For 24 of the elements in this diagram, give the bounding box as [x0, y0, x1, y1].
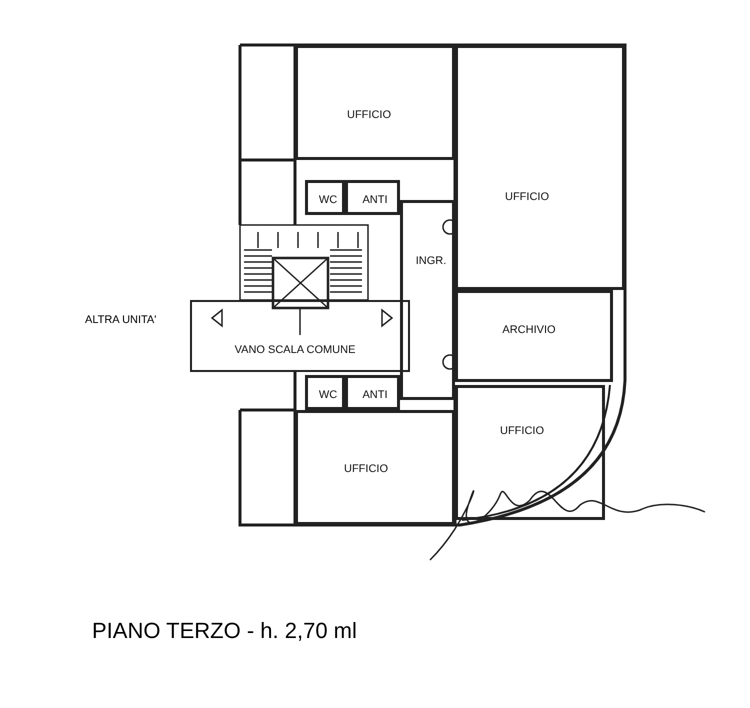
- room-outline: [345, 375, 400, 410]
- room-outline: [455, 385, 605, 520]
- room-label: ANTI: [362, 194, 388, 206]
- room-outline: [295, 45, 455, 160]
- room-outline: [190, 300, 410, 372]
- room-label: ARCHIVIO: [502, 324, 556, 336]
- room-label: UFFICIO: [500, 425, 544, 437]
- neighbour-unit-label: ALTRA UNITA': [85, 314, 156, 326]
- room-label: UFFICIO: [347, 109, 391, 121]
- floor-caption: PIANO TERZO - h. 2,70 ml: [92, 618, 357, 644]
- room-label: UFFICIO: [505, 191, 549, 203]
- room-outline: [305, 180, 345, 215]
- room-outline: [400, 200, 455, 400]
- room-label: WC: [318, 389, 338, 401]
- room-outline: [345, 180, 400, 215]
- room-label: VANO SCALA COMUNE: [234, 344, 356, 356]
- room-label: ANTI: [362, 389, 388, 401]
- room-label: INGR.: [416, 255, 446, 267]
- room-label: UFFICIO: [344, 463, 388, 475]
- room-label: WC: [318, 194, 338, 206]
- room-outline: [455, 45, 625, 290]
- room-outline: [305, 375, 345, 410]
- room-outline: [295, 410, 455, 525]
- room-outline: [455, 290, 613, 382]
